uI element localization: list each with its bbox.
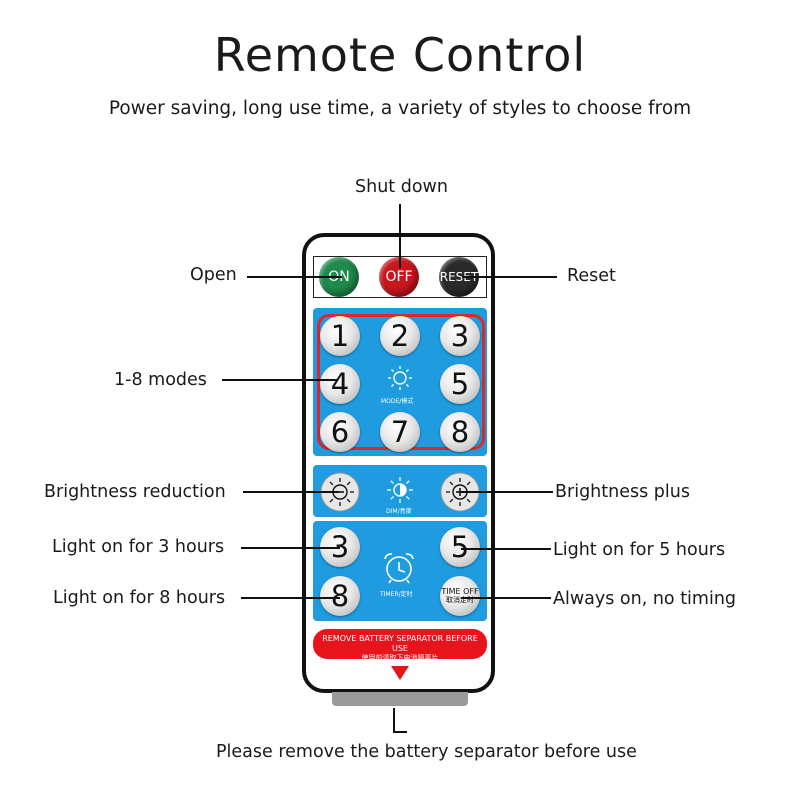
mode-button-5[interactable]: 5 (440, 364, 480, 404)
brightness-icon (387, 477, 413, 503)
label-reset: Reset (567, 266, 616, 286)
dim-caption: DIM/亮度 (386, 508, 412, 515)
mode-button-label: 7 (390, 415, 410, 449)
label-light-3h: Light on for 3 hours (52, 537, 225, 557)
timer-caption: TIMER/定时 (380, 591, 413, 598)
label-battery-note: Please remove the battery separator befo… (216, 742, 637, 762)
off-button[interactable]: OFF (379, 257, 419, 297)
warning-text-en: REMOVE BATTERY SEPARATOR BEFORE USE (322, 634, 478, 653)
sun-icon (388, 366, 412, 390)
label-light-8h: Light on for 8 hours (53, 588, 226, 608)
timer-button-label: 8 (330, 579, 350, 613)
timer-8h-button[interactable]: 8 (320, 576, 360, 616)
callout-line-battery-h (393, 731, 407, 733)
page-subtitle: Power saving, long use time, a variety o… (108, 98, 692, 119)
time-off-label: TIME OFF (441, 587, 479, 596)
mode-button-label: 8 (450, 415, 470, 449)
label-shut-down: Shut down (355, 177, 448, 197)
page-title: Remote Control (213, 28, 587, 82)
mode-button-8[interactable]: 8 (440, 412, 480, 452)
mode-button-1[interactable]: 1 (320, 316, 360, 356)
timer-5h-button[interactable]: 5 (440, 527, 480, 567)
mode-button-label: 2 (390, 319, 410, 353)
mode-button-label: 5 (450, 367, 470, 401)
mode-button-label: 4 (330, 367, 350, 401)
label-light-5h: Light on for 5 hours (553, 540, 726, 560)
callout-line-modes (222, 379, 338, 381)
callout-line-shut-down (399, 204, 401, 268)
callout-line-brightness-reduction (243, 491, 339, 493)
battery-separator-tab[interactable] (332, 692, 468, 706)
callout-line-light-8h (241, 597, 340, 599)
label-modes: 1-8 modes (114, 370, 207, 390)
mode-button-3[interactable]: 3 (440, 316, 480, 356)
off-button-label: OFF (385, 269, 413, 285)
remote-body (302, 233, 495, 693)
battery-warning-banner: REMOVE BATTERY SEPARATOR BEFORE USE 使用前请… (313, 629, 487, 662)
time-off-label-cn: 取消定时 (446, 596, 474, 604)
mode-button-4[interactable]: 4 (320, 364, 360, 404)
mode-caption: MODE/模式 (381, 398, 414, 405)
callout-line-light-3h (241, 547, 340, 549)
callout-line-battery-v (393, 708, 395, 733)
time-off-button[interactable]: TIME OFF 取消定时 (440, 576, 480, 616)
label-brightness-reduction: Brightness reduction (44, 482, 226, 502)
reset-button-label: RESET (439, 270, 479, 284)
callout-line-open (247, 276, 342, 278)
mode-button-label: 3 (450, 319, 470, 353)
mode-button-7[interactable]: 7 (380, 412, 420, 452)
warning-text-cn: 使用前请取下电池隔离片 (361, 654, 439, 662)
callout-line-light-5h (461, 548, 551, 550)
label-always-on: Always on, no timing (553, 589, 737, 609)
mode-button-6[interactable]: 6 (320, 412, 360, 452)
callout-line-reset (462, 276, 557, 278)
mode-button-label: 1 (330, 319, 350, 353)
label-brightness-plus: Brightness plus (555, 482, 690, 502)
mode-button-label: 6 (330, 415, 350, 449)
callout-line-always-on (461, 597, 551, 599)
timer-button-label: 5 (450, 530, 470, 564)
alarm-clock-icon (384, 553, 414, 584)
brightness-minus-button[interactable] (320, 472, 360, 512)
mode-button-2[interactable]: 2 (380, 316, 420, 356)
label-open: Open (190, 265, 237, 285)
down-arrow-icon (391, 666, 409, 680)
callout-line-brightness-plus (461, 491, 553, 493)
